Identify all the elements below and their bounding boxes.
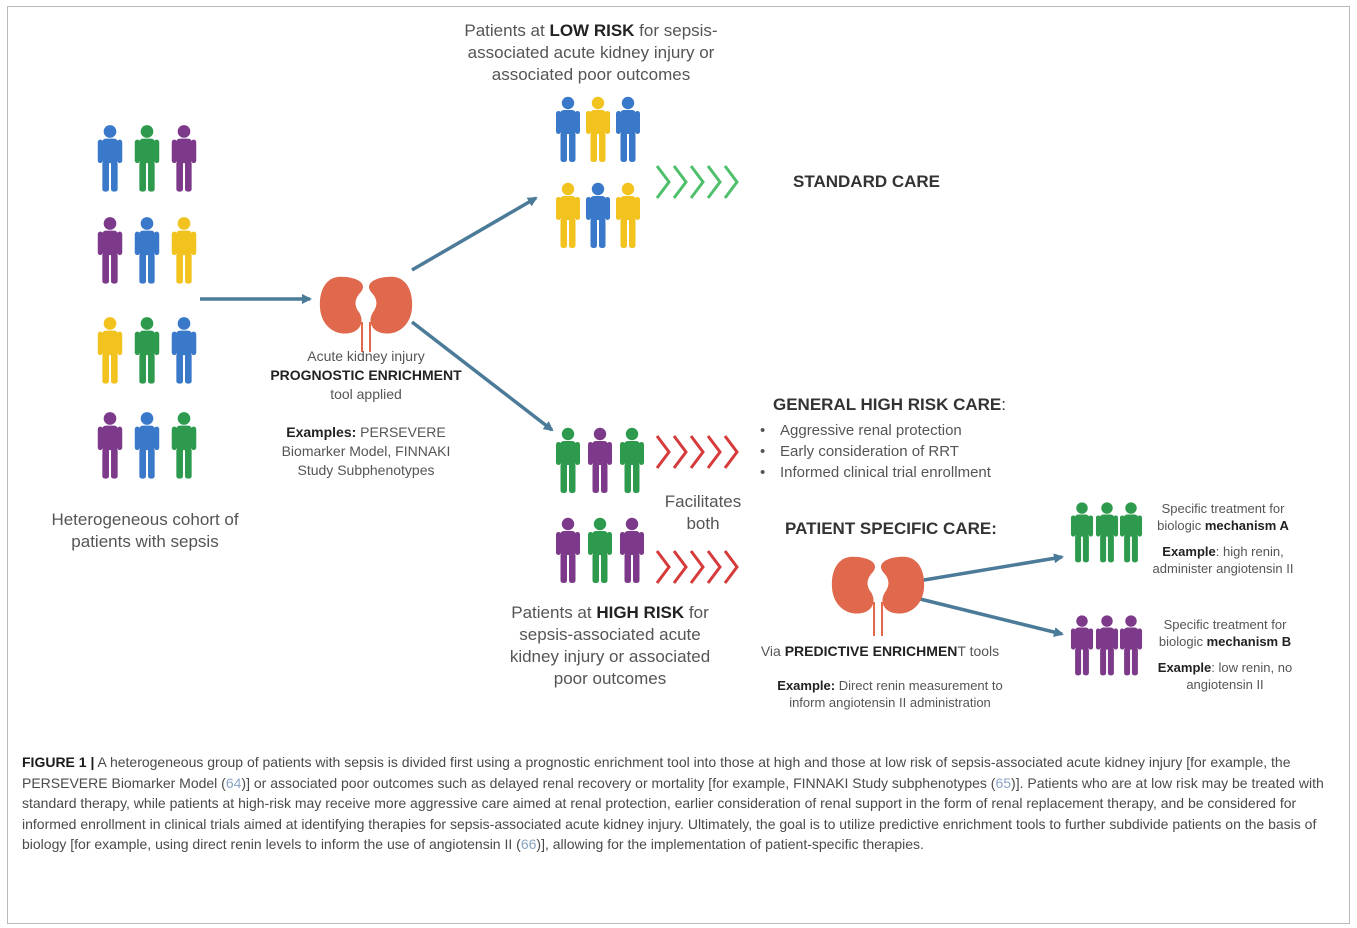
list-item: Aggressive renal protection (760, 420, 991, 441)
person-icon-green (556, 427, 580, 493)
chevron (689, 435, 705, 469)
high-risk-label: Patients at HIGH RISK for sepsis-associa… (509, 603, 711, 688)
arrow-to-low-risk (411, 196, 538, 272)
citation-link[interactable]: 65 (995, 774, 1012, 791)
person-icon-purple (1070, 615, 1094, 676)
person-icon-purple (97, 217, 123, 284)
person-icon-green (134, 317, 160, 384)
chevron (655, 550, 671, 584)
predictive-tools-label: Via PREDICTIVE ENRICHMENT tools (760, 643, 1000, 659)
person-icon-blue (616, 96, 640, 162)
chevron (655, 435, 671, 469)
person-icon-yellow (556, 182, 580, 248)
people-layer (97, 96, 1143, 676)
person-icon-blue (586, 182, 610, 248)
general-high-risk-care-title: GENERAL HIGH RISK CARE: (773, 395, 1006, 414)
figure-label: FIGURE 1 | (22, 754, 95, 770)
chevrons-patient-specific (655, 550, 739, 584)
person-icon-purple (97, 412, 123, 479)
citation-link[interactable]: 66 (520, 836, 537, 852)
prognostic-examples: Examples: PERSEVERE Biomarker Model, FIN… (281, 424, 451, 478)
person-icon-blue (171, 317, 197, 384)
person-icon-yellow (586, 96, 610, 162)
chevrons-general-care (655, 435, 739, 469)
kidney-icon-prognostic (319, 276, 413, 352)
chevron (706, 550, 722, 584)
person-icon-purple (1095, 615, 1119, 676)
person-icon-green (134, 125, 160, 192)
person-icon-blue (97, 125, 123, 192)
arrow-to-mechanism-a (911, 553, 1064, 584)
chevrons-standard-care (655, 165, 739, 199)
person-icon-yellow (97, 317, 123, 384)
person-icon-yellow (171, 217, 197, 284)
chevron (706, 435, 722, 469)
chevron (672, 435, 688, 469)
general-high-risk-care-list: Aggressive renal protection Early consid… (760, 420, 991, 483)
mechanism-b-label: Specific treatment for biologic mechanis… (1157, 617, 1293, 692)
person-icon-purple (1119, 615, 1143, 676)
chevron (706, 165, 722, 199)
person-icon-purple (620, 517, 644, 583)
person-icon-blue (134, 217, 160, 284)
person-icon-green (620, 427, 644, 493)
chevron (672, 165, 688, 199)
low-risk-label: Patients at LOW RISK for sepsis- associa… (464, 21, 718, 84)
person-icon-purple (588, 427, 612, 493)
flow-arrows (200, 196, 1064, 637)
chevron (723, 435, 739, 469)
person-icon-green (171, 412, 197, 479)
prognostic-tool-label: Acute kidney injury PROGNOSTIC ENRICHMEN… (270, 348, 462, 402)
person-icon-yellow (616, 182, 640, 248)
figure-frame (7, 6, 1350, 924)
list-item: Informed clinical trial enrollment (760, 462, 991, 483)
mechanism-a-label: Specific treatment for biologic mechanis… (1152, 501, 1294, 576)
kidney-icon-predictive (831, 556, 925, 636)
arrow-to-high-risk (410, 320, 554, 432)
chevron (672, 550, 688, 584)
chevrons (655, 165, 739, 584)
cohort-label: Heterogeneous cohort of patients with se… (51, 510, 239, 551)
figure-caption: FIGURE 1 | A heterogeneous group of pati… (22, 754, 1324, 852)
person-icon-blue (134, 412, 160, 479)
chevron (723, 550, 739, 584)
list-item: Early consideration of RRT (760, 441, 991, 462)
predictive-example: Example: Direct renin measurement to inf… (777, 678, 1003, 710)
chevron (655, 165, 671, 199)
patient-specific-care-title: PATIENT SPECIFIC CARE: (785, 519, 997, 538)
person-icon-green (1095, 502, 1119, 563)
chevron (723, 165, 739, 199)
diagram (97, 96, 1143, 676)
arrow-to-mechanism-b (911, 595, 1064, 637)
person-icon-green (588, 517, 612, 583)
person-icon-green (1070, 502, 1094, 563)
person-icon-purple (171, 125, 197, 192)
facilitates-both-label: Facilitates both (664, 492, 742, 533)
standard-care-label: STANDARD CARE (793, 172, 941, 191)
chevron (689, 165, 705, 199)
person-icon-blue (556, 96, 580, 162)
citation-link[interactable]: 64 (225, 774, 242, 791)
person-icon-purple (556, 517, 580, 583)
chevron (689, 550, 705, 584)
